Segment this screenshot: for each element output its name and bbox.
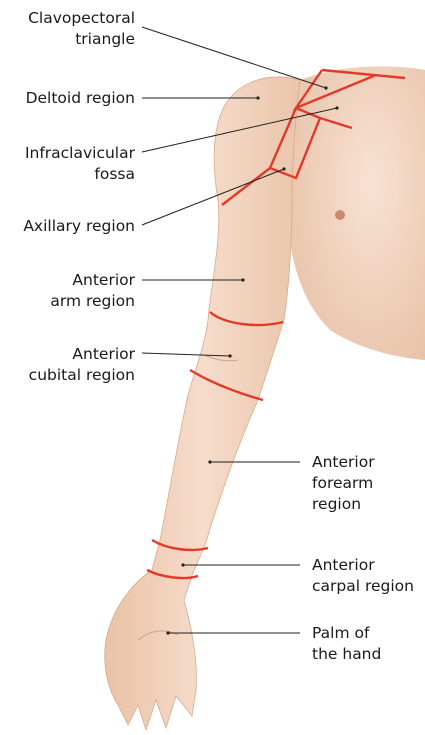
label-deltoid-region: Deltoid region: [26, 88, 135, 109]
label-palm-of-the-hand: Palm of the hand: [312, 623, 381, 665]
leader-clavopectoral: [142, 27, 326, 88]
label-anterior-carpal-region: Anterior carpal region: [312, 555, 414, 597]
label-infraclavicular-fossa: Infraclavicular fossa: [25, 143, 135, 185]
torso-shape: [290, 66, 425, 360]
label-clavopectoral-triangle: Clavopectoral triangle: [28, 8, 135, 50]
label-anterior-arm-region: Anterior arm region: [50, 270, 135, 312]
label-axillary-region: Axillary region: [23, 216, 135, 237]
nipple-mark: [335, 210, 345, 220]
label-anterior-forearm-region: Anterior forearm region: [312, 452, 375, 515]
label-anterior-cubital-region: Anterior cubital region: [29, 344, 135, 386]
